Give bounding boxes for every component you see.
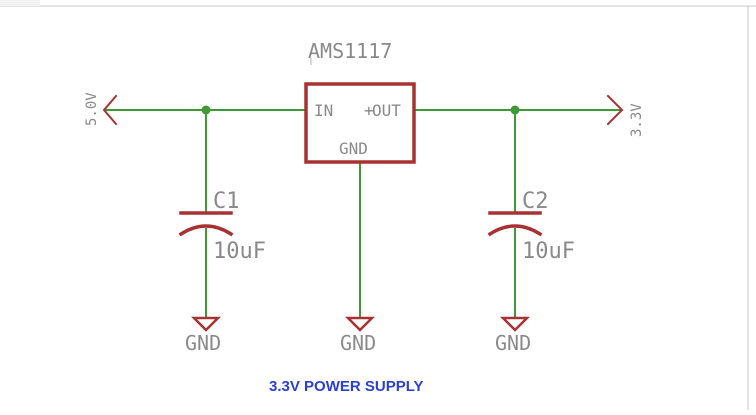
toolbar-stub [0,0,40,6]
c1-name: C1 [213,189,240,214]
regulator-pin-in: IN [314,101,333,120]
regulator-pin-out: OUT [372,101,401,120]
c1-value: 10uF [213,239,266,264]
output-supply-symbol: 3.3V [606,94,645,137]
ground-label-c1: GND [185,331,221,355]
regulator-ams1117: AMS1117 IN + OUT GND [304,39,416,164]
c2-plate-bottom [487,224,543,237]
ground-label-c2: GND [495,331,531,355]
ground-label-regulator: GND [340,331,376,355]
output-supply-label: 3.3V [629,103,645,137]
c2-name: C2 [522,189,549,214]
junction-input [201,105,211,115]
regulator-body [304,82,416,164]
schematic-title: 3.3V POWER SUPPLY [269,378,424,395]
c1-plate-bottom [178,224,234,237]
regulator-name: AMS1117 [308,39,392,63]
ground-c1: GND [185,316,222,355]
input-supply-symbol: 5.0V [84,92,118,126]
input-supply-label: 5.0V [84,92,100,126]
ground-c2: GND [495,316,531,355]
capacitor-c2: C2 10uF [487,189,575,264]
ground-icon [499,316,531,332]
regulator-pin-out-plus: + [364,101,374,120]
regulator-pin-gnd: GND [339,139,368,158]
capacitor-c1: C1 10uF [178,189,266,264]
junction-output [510,105,520,115]
ground-icon [344,316,376,332]
input-arrow-icon [102,94,118,126]
ground-icon [190,316,222,332]
wires [104,105,622,318]
ground-regulator: GND [340,316,376,355]
output-arrow-icon [606,94,624,126]
c2-value: 10uF [522,239,575,264]
